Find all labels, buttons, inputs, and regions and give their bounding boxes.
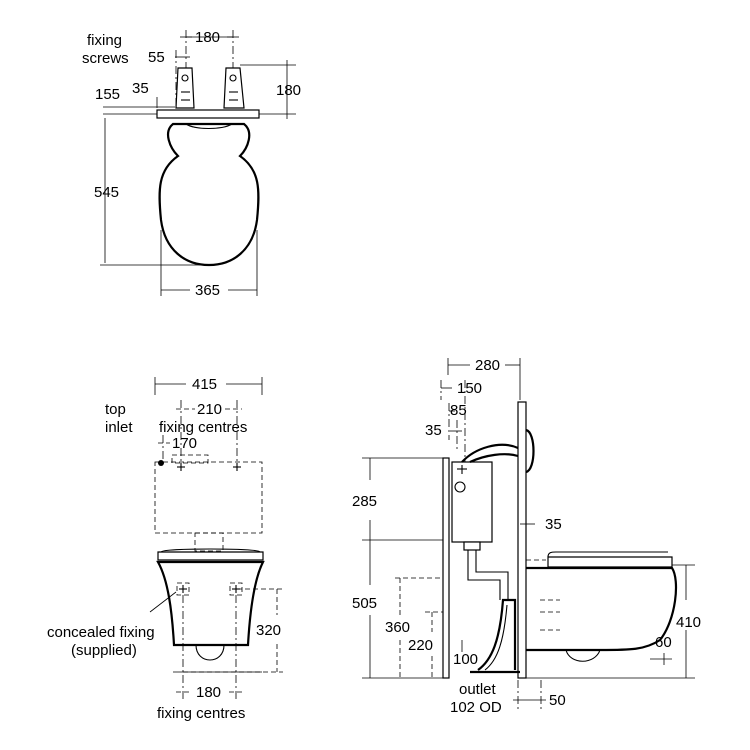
dim-35-side-top: 35 bbox=[425, 422, 442, 439]
dim-360: 360 bbox=[385, 619, 410, 636]
dim-285: 285 bbox=[352, 493, 377, 510]
pan-side bbox=[526, 566, 678, 652]
dim-35-side-right: 35 bbox=[545, 516, 562, 533]
outlet-label-line1: outlet bbox=[459, 681, 497, 698]
dim-60: 60 bbox=[655, 634, 672, 651]
fixing-centres-bottom-label: fixing centres bbox=[157, 705, 245, 722]
seat-front bbox=[157, 551, 264, 561]
outlet-label-line2: 102 OD bbox=[450, 699, 502, 716]
concealed-fixing-label-line1: concealed fixing bbox=[47, 624, 155, 641]
front-view: 415 top inlet 210 fixing centres 170 con… bbox=[47, 376, 283, 722]
seat-side bbox=[547, 556, 673, 568]
cistern-side bbox=[451, 461, 493, 543]
dim-505: 505 bbox=[352, 595, 377, 612]
dim-210: 210 bbox=[197, 401, 222, 418]
fixing-screws-label-line1: fixing bbox=[87, 32, 122, 49]
fixing-centres-top-label: fixing centres bbox=[159, 419, 247, 436]
dim-320: 320 bbox=[256, 622, 281, 639]
dim-50: 50 bbox=[549, 692, 566, 709]
dim-180-bottom: 180 bbox=[196, 684, 221, 701]
dim-180-right: 180 bbox=[276, 82, 301, 99]
fixing-screws-label-line2: screws bbox=[82, 50, 129, 67]
wall-plate bbox=[156, 109, 260, 119]
wall-right bbox=[517, 401, 527, 679]
pan-outline-plan bbox=[158, 122, 260, 267]
top-inlet-label-line2: inlet bbox=[105, 419, 133, 436]
bowl-front bbox=[156, 560, 265, 647]
dim-365: 365 bbox=[195, 282, 220, 299]
dim-280: 280 bbox=[475, 357, 500, 374]
concealed-fixing-label-line2: (supplied) bbox=[71, 642, 137, 659]
plan-view: fixing screws 180 55 155 35 180 545 365 bbox=[82, 29, 301, 299]
top-inlet-label-line1: top bbox=[105, 401, 126, 418]
cistern-hidden bbox=[154, 461, 263, 534]
frame-upright-left bbox=[442, 457, 450, 679]
dim-220: 220 bbox=[408, 637, 433, 654]
dim-155: 155 bbox=[95, 86, 120, 103]
dim-100: 100 bbox=[453, 651, 478, 668]
dim-415: 415 bbox=[192, 376, 217, 393]
side-view: 280 150 85 35 285 35 505 360 220 100 410… bbox=[352, 357, 701, 716]
dim-170: 170 bbox=[172, 435, 197, 452]
dim-35-top: 35 bbox=[132, 80, 149, 97]
right-bracket bbox=[223, 67, 245, 109]
dim-545: 545 bbox=[94, 184, 119, 201]
dim-410: 410 bbox=[676, 614, 701, 631]
dim-150: 150 bbox=[457, 380, 482, 397]
dim-85: 85 bbox=[450, 402, 467, 419]
dim-180-top: 180 bbox=[195, 29, 220, 46]
dim-55: 55 bbox=[148, 49, 165, 66]
left-bracket bbox=[175, 67, 195, 109]
